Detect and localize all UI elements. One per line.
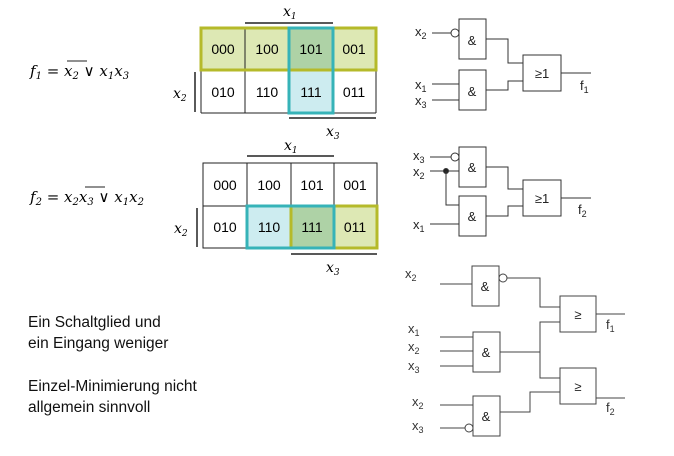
note-line: Einzel-Minimierung nicht <box>28 378 197 395</box>
c3-input-label: x3 <box>412 418 424 435</box>
c3-and-gate-top <box>471 265 500 307</box>
kmap1-cell: 010 <box>211 84 235 100</box>
c2-input-label: x3 <box>413 148 425 165</box>
kmap1-bottom-label: x3 <box>326 124 340 142</box>
kmap2-cell: 000 <box>213 177 237 193</box>
note-block-1: Ein Schaltglied und ein Eingang weniger <box>28 312 168 354</box>
kmap1-overlap-fill <box>289 28 333 70</box>
c2-inverter-bubble <box>450 152 460 162</box>
kmap1-cell: 000 <box>211 41 235 57</box>
kmap2-cell: 111 <box>301 219 322 235</box>
c2-and-gate <box>458 195 487 237</box>
c3-wire <box>507 277 560 308</box>
c1-input-label: x2 <box>415 24 427 41</box>
c3-or-label: ≥ <box>574 379 581 394</box>
c3-and-label: & <box>481 279 490 294</box>
c2-output-label: f2 <box>578 202 587 219</box>
kmap1-top-label: x1 <box>283 4 297 22</box>
kmap2-side-label: x2 <box>174 221 188 239</box>
kmap2-overlap-fill <box>291 206 334 248</box>
formula-f1: f1 = x2 ∨ x1x3 <box>29 62 129 82</box>
kmap2-cell: 100 <box>257 177 281 193</box>
circuit-3: x2 & x1 x2 x3 & x2 x3 & ≥ f1 ≥ f2 <box>405 265 625 437</box>
kmap-2: x1 x2 x3 000 100 101 001 010 110 111 011 <box>174 138 379 278</box>
c2-or-label: ≥1 <box>535 191 549 206</box>
c3-input-label: x2 <box>408 339 420 356</box>
kmap2-top-label: x1 <box>284 138 298 156</box>
kmap-1: x1 x2 x3 000 100 101 001 010 110 111 <box>173 4 378 142</box>
c1-input-label: x3 <box>415 93 427 110</box>
c1-and-gate <box>458 18 487 60</box>
note-line: Ein Schaltglied und <box>28 314 161 331</box>
c3-input-label: x3 <box>408 358 420 375</box>
c1-inverter-bubble <box>450 28 460 38</box>
kmap1-cell: 100 <box>255 41 279 57</box>
c3-input-label: x2 <box>412 394 424 411</box>
c1-input-label: x1 <box>415 77 427 94</box>
kmap2-bottom-label: x3 <box>326 260 340 278</box>
c1-wire <box>486 80 523 91</box>
c2-and-label: & <box>468 160 477 175</box>
kmap1-teal-group <box>287 26 335 115</box>
kmap2-cell: 011 <box>344 219 367 235</box>
c1-and-label: & <box>468 84 477 99</box>
c1-and-label: & <box>468 33 477 48</box>
c3-wire <box>500 391 560 413</box>
c3-wire <box>539 352 560 379</box>
kmap2-cell: 001 <box>343 177 367 193</box>
kmap1-cell: 011 <box>343 84 366 100</box>
c3-output-label: f2 <box>606 400 615 417</box>
kmap1-cell: 110 <box>256 84 279 100</box>
circuit-1: x2 x1 x3 & & ≥1 f1 <box>415 18 591 111</box>
c3-and-label: & <box>482 345 491 360</box>
c3-inverter-bubble <box>464 423 474 433</box>
c2-and-label: & <box>468 209 477 224</box>
formula-f2: f2 = x2x3 ∨ x1x2 <box>29 188 144 208</box>
kmap2-teal-group <box>245 204 336 250</box>
kmap1-cell: 101 <box>299 41 323 57</box>
kmap1-side-label: x2 <box>173 86 187 104</box>
note-block-2: Einzel-Minimierung nicht allgemein sinnv… <box>28 376 197 418</box>
c1-output-label: f1 <box>580 78 589 95</box>
c2-wire <box>486 205 523 217</box>
kmap1-cell: 001 <box>342 41 366 57</box>
circuit-2: x3 x2 x1 & & ≥1 f2 <box>413 146 591 237</box>
c2-wire <box>486 166 523 190</box>
c2-input-label: x2 <box>413 164 425 181</box>
c3-and-label: & <box>482 409 491 424</box>
kmap2-cell: 010 <box>213 219 237 235</box>
c3-output-label: f1 <box>606 317 615 334</box>
c3-or-gate-1 <box>559 295 597 333</box>
note-line: allgemein sinnvoll <box>28 399 151 416</box>
c1-or-gate <box>522 54 562 92</box>
c1-or-label: ≥1 <box>535 66 549 81</box>
kmap2-cell: 101 <box>300 177 324 193</box>
c3-and-gate-mid <box>472 331 501 373</box>
c3-or-gate-2 <box>559 367 597 405</box>
note-line: ein Eingang weniger <box>28 335 169 352</box>
c2-wire <box>445 171 459 206</box>
c3-inverter-bubble <box>498 273 508 283</box>
c2-input-label: x1 <box>413 217 425 234</box>
c3-and-gate-bot <box>472 395 501 437</box>
c3-wire <box>539 321 560 352</box>
c1-wire <box>486 38 523 64</box>
c3-or-label: ≥ <box>574 307 581 322</box>
c3-input-label: x2 <box>405 266 417 283</box>
c3-input-label: x1 <box>408 321 420 338</box>
kmap1-cell: 111 <box>300 84 321 100</box>
kmap2-cell: 110 <box>258 219 281 235</box>
